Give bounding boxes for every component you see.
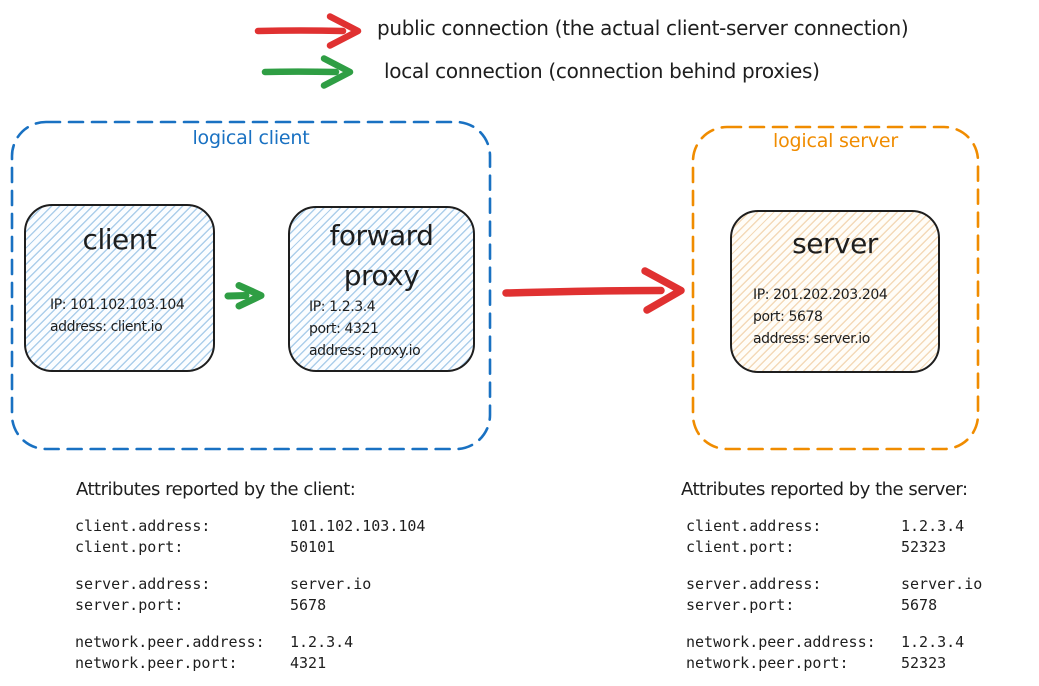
attr-row: network.peer.address: 1.2.3.4: [75, 632, 425, 653]
server-report-group-network-peer: network.peer.address: 1.2.3.4 network.pe…: [686, 632, 982, 674]
attr-value: 101.102.103.104: [290, 517, 426, 535]
server-port-line: port: 5678: [753, 309, 823, 325]
public-connection-legend-arrow-icon: [254, 13, 362, 49]
logical-client-label: logical client: [192, 127, 310, 149]
attr-key: client.port:: [75, 538, 184, 556]
attr-row: client.port: 50101: [75, 537, 425, 558]
public-connection-arrow-icon: [502, 267, 685, 314]
logical-server-border: [691, 125, 980, 451]
server-address-line: address: server.io: [753, 331, 870, 347]
client-ip-line: IP: 101.102.103.104: [50, 297, 185, 313]
attr-value: 4321: [290, 654, 327, 672]
attr-value: server.io: [901, 575, 983, 593]
server-report-heading: Attributes reported by the server:: [681, 479, 968, 500]
attr-value: 52323: [901, 654, 947, 672]
attr-value: 50101: [290, 538, 336, 556]
proxy-port-line: port: 4321: [309, 321, 379, 337]
attr-row: network.peer.address: 1.2.3.4: [686, 632, 982, 653]
forward-proxy-node-details: IP: 1.2.3.4 port: 4321 address: proxy.io: [309, 296, 421, 362]
attr-row: server.address: server.io: [686, 574, 982, 595]
attr-key: server.port:: [75, 596, 184, 614]
client-address-line: address: client.io: [50, 319, 163, 335]
client-report-group-server: server.address: server.io server.port: 5…: [75, 574, 425, 616]
attr-key: server.address:: [686, 575, 822, 593]
attr-row: server.port: 5678: [75, 595, 425, 616]
client-node: client IP: 101.102.103.104 address: clie…: [24, 204, 215, 372]
forward-proxy-node: forward proxy IP: 1.2.3.4 port: 4321 add…: [288, 206, 475, 372]
logical-client-border: [10, 120, 492, 451]
server-report-group-server: server.address: server.io server.port: 5…: [686, 574, 982, 616]
proxy-ip-line: IP: 1.2.3.4: [309, 299, 376, 315]
client-report-table: client.address: 101.102.103.104 client.p…: [75, 516, 425, 686]
attr-key: client.address:: [686, 517, 822, 535]
attr-key: network.peer.address:: [75, 633, 265, 651]
legend-local-connection-label: local connection (connection behind prox…: [384, 59, 820, 83]
client-report-group-network-peer: network.peer.address: 1.2.3.4 network.pe…: [75, 632, 425, 674]
attr-row: client.port: 52323: [686, 537, 982, 558]
legend-public-connection-label: public connection (the actual client-ser…: [377, 16, 909, 40]
client-node-title: client: [82, 223, 157, 256]
attr-key: server.port:: [686, 596, 795, 614]
attr-key: network.peer.port:: [75, 654, 238, 672]
server-node-details: IP: 201.202.203.204 port: 5678 address: …: [753, 284, 888, 350]
client-report-group-client: client.address: 101.102.103.104 client.p…: [75, 516, 425, 558]
server-report-table: client.address: 1.2.3.4 client.port: 523…: [686, 516, 982, 686]
attr-value: 1.2.3.4: [901, 517, 965, 535]
attr-row: client.address: 1.2.3.4: [686, 516, 982, 537]
attr-row: client.address: 101.102.103.104: [75, 516, 425, 537]
attr-value: 5678: [290, 596, 327, 614]
attr-value: 52323: [901, 538, 947, 556]
proxy-address-line: address: proxy.io: [309, 343, 421, 359]
local-connection-arrow-icon: [224, 282, 265, 310]
attr-row: server.address: server.io: [75, 574, 425, 595]
attr-key: network.peer.address:: [686, 633, 876, 651]
attr-value: server.io: [290, 575, 372, 593]
client-node-details: IP: 101.102.103.104 address: client.io: [50, 294, 185, 338]
attr-key: client.address:: [75, 517, 211, 535]
server-ip-line: IP: 201.202.203.204: [753, 287, 888, 303]
attr-key: server.address:: [75, 575, 211, 593]
client-report-heading: Attributes reported by the client:: [76, 479, 356, 500]
attr-value: 1.2.3.4: [290, 633, 354, 651]
server-node: server IP: 201.202.203.204 port: 5678 ad…: [730, 210, 940, 373]
attr-row: network.peer.port: 4321: [75, 653, 425, 674]
forward-proxy-node-title: forward proxy: [329, 219, 434, 292]
server-report-group-client: client.address: 1.2.3.4 client.port: 523…: [686, 516, 982, 558]
server-node-title: server: [792, 227, 878, 260]
attr-row: network.peer.port: 52323: [686, 653, 982, 674]
attr-row: server.port: 5678: [686, 595, 982, 616]
attr-key: network.peer.port:: [686, 654, 849, 672]
attr-value: 1.2.3.4: [901, 633, 965, 651]
local-connection-legend-arrow-icon: [261, 55, 354, 89]
attr-value: 5678: [901, 596, 938, 614]
attr-key: client.port:: [686, 538, 795, 556]
logical-server-label: logical server: [773, 130, 898, 152]
